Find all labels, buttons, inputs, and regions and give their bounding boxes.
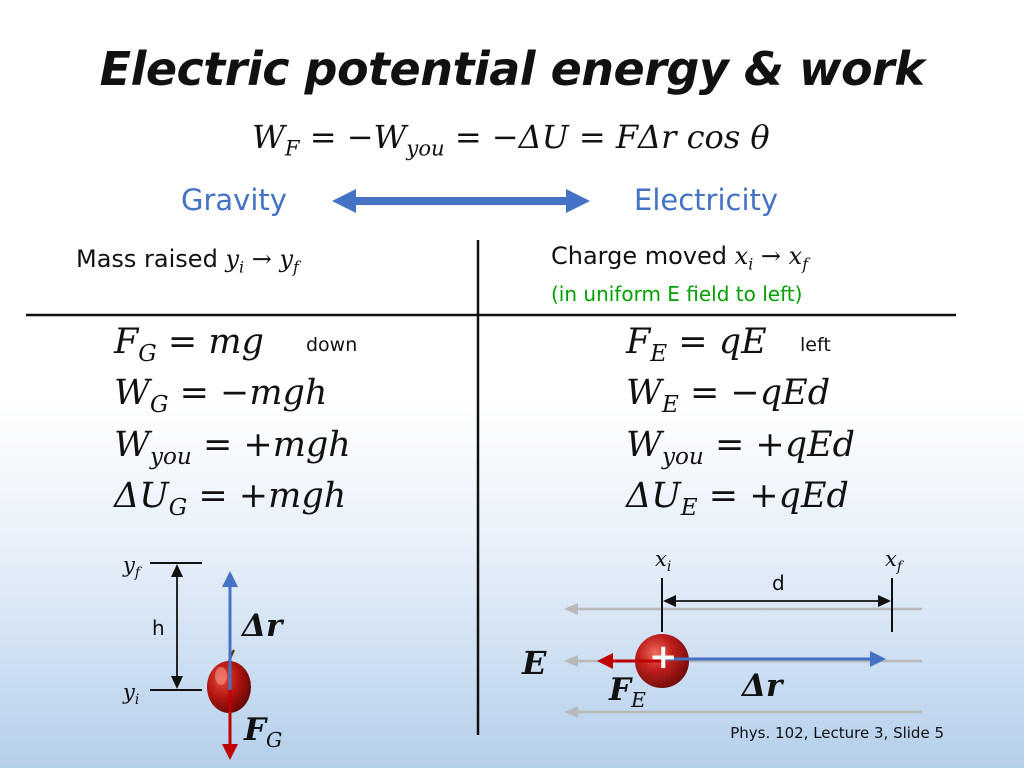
electric-work-eq: WE = −qEd: [626, 373, 831, 419]
gravity-electricity-arrow: [332, 189, 590, 213]
xi-label: xi: [655, 547, 672, 575]
height-dimension-arrow: [171, 564, 183, 689]
slide-footer: Phys. 102, Lecture 3, Slide 5: [730, 724, 944, 742]
gravity-force-label: FG: [244, 712, 283, 753]
yf-label: yf: [123, 553, 141, 581]
electric-force-label: FE: [609, 672, 646, 713]
electric-work-you-eq: Wyou = +qEd: [626, 425, 856, 471]
electric-note: (in uniform E field to left): [551, 282, 803, 306]
distance-dimension-arrow: [663, 595, 891, 607]
height-label: h: [152, 616, 165, 640]
gravity-force-direction: down: [306, 334, 358, 356]
gravity-header: Mass raised yi → yf: [76, 245, 299, 277]
electric-potential-eq: ΔUE = +qEd: [626, 476, 849, 522]
main-equation: WF = −Wyou = −ΔU = FΔr cos θ: [252, 118, 770, 161]
electricity-label: Electricity: [634, 183, 779, 217]
gravity-potential-eq: ΔUG = +mgh: [114, 476, 347, 522]
electric-force-eq: FE = qE: [626, 322, 767, 368]
electric-force-arrow: [597, 653, 662, 669]
gravity-work-eq: WG = −mgh: [114, 373, 328, 419]
gravity-label: Gravity: [181, 183, 287, 217]
gravity-displacement-arrow: [222, 571, 238, 690]
charge-sign: +: [649, 637, 678, 677]
distance-label: d: [772, 571, 785, 595]
gravity-work-you-eq: Wyou = +mgh: [114, 425, 351, 471]
yi-label: yi: [123, 680, 140, 708]
xf-label: xf: [885, 547, 902, 575]
electric-displacement-arrow: [662, 651, 886, 667]
gravity-force-arrow: [222, 690, 238, 760]
slide-title: Electric potential energy & work: [99, 42, 925, 96]
gravity-force-eq: FG = mg: [114, 322, 264, 368]
electric-displacement-label: Δr: [742, 668, 783, 704]
electric-header: Charge moved xi → xf: [551, 242, 809, 274]
gravity-displacement-label: Δr: [242, 608, 283, 644]
electric-force-direction: left: [800, 334, 831, 356]
electric-field-label: E: [522, 644, 547, 682]
